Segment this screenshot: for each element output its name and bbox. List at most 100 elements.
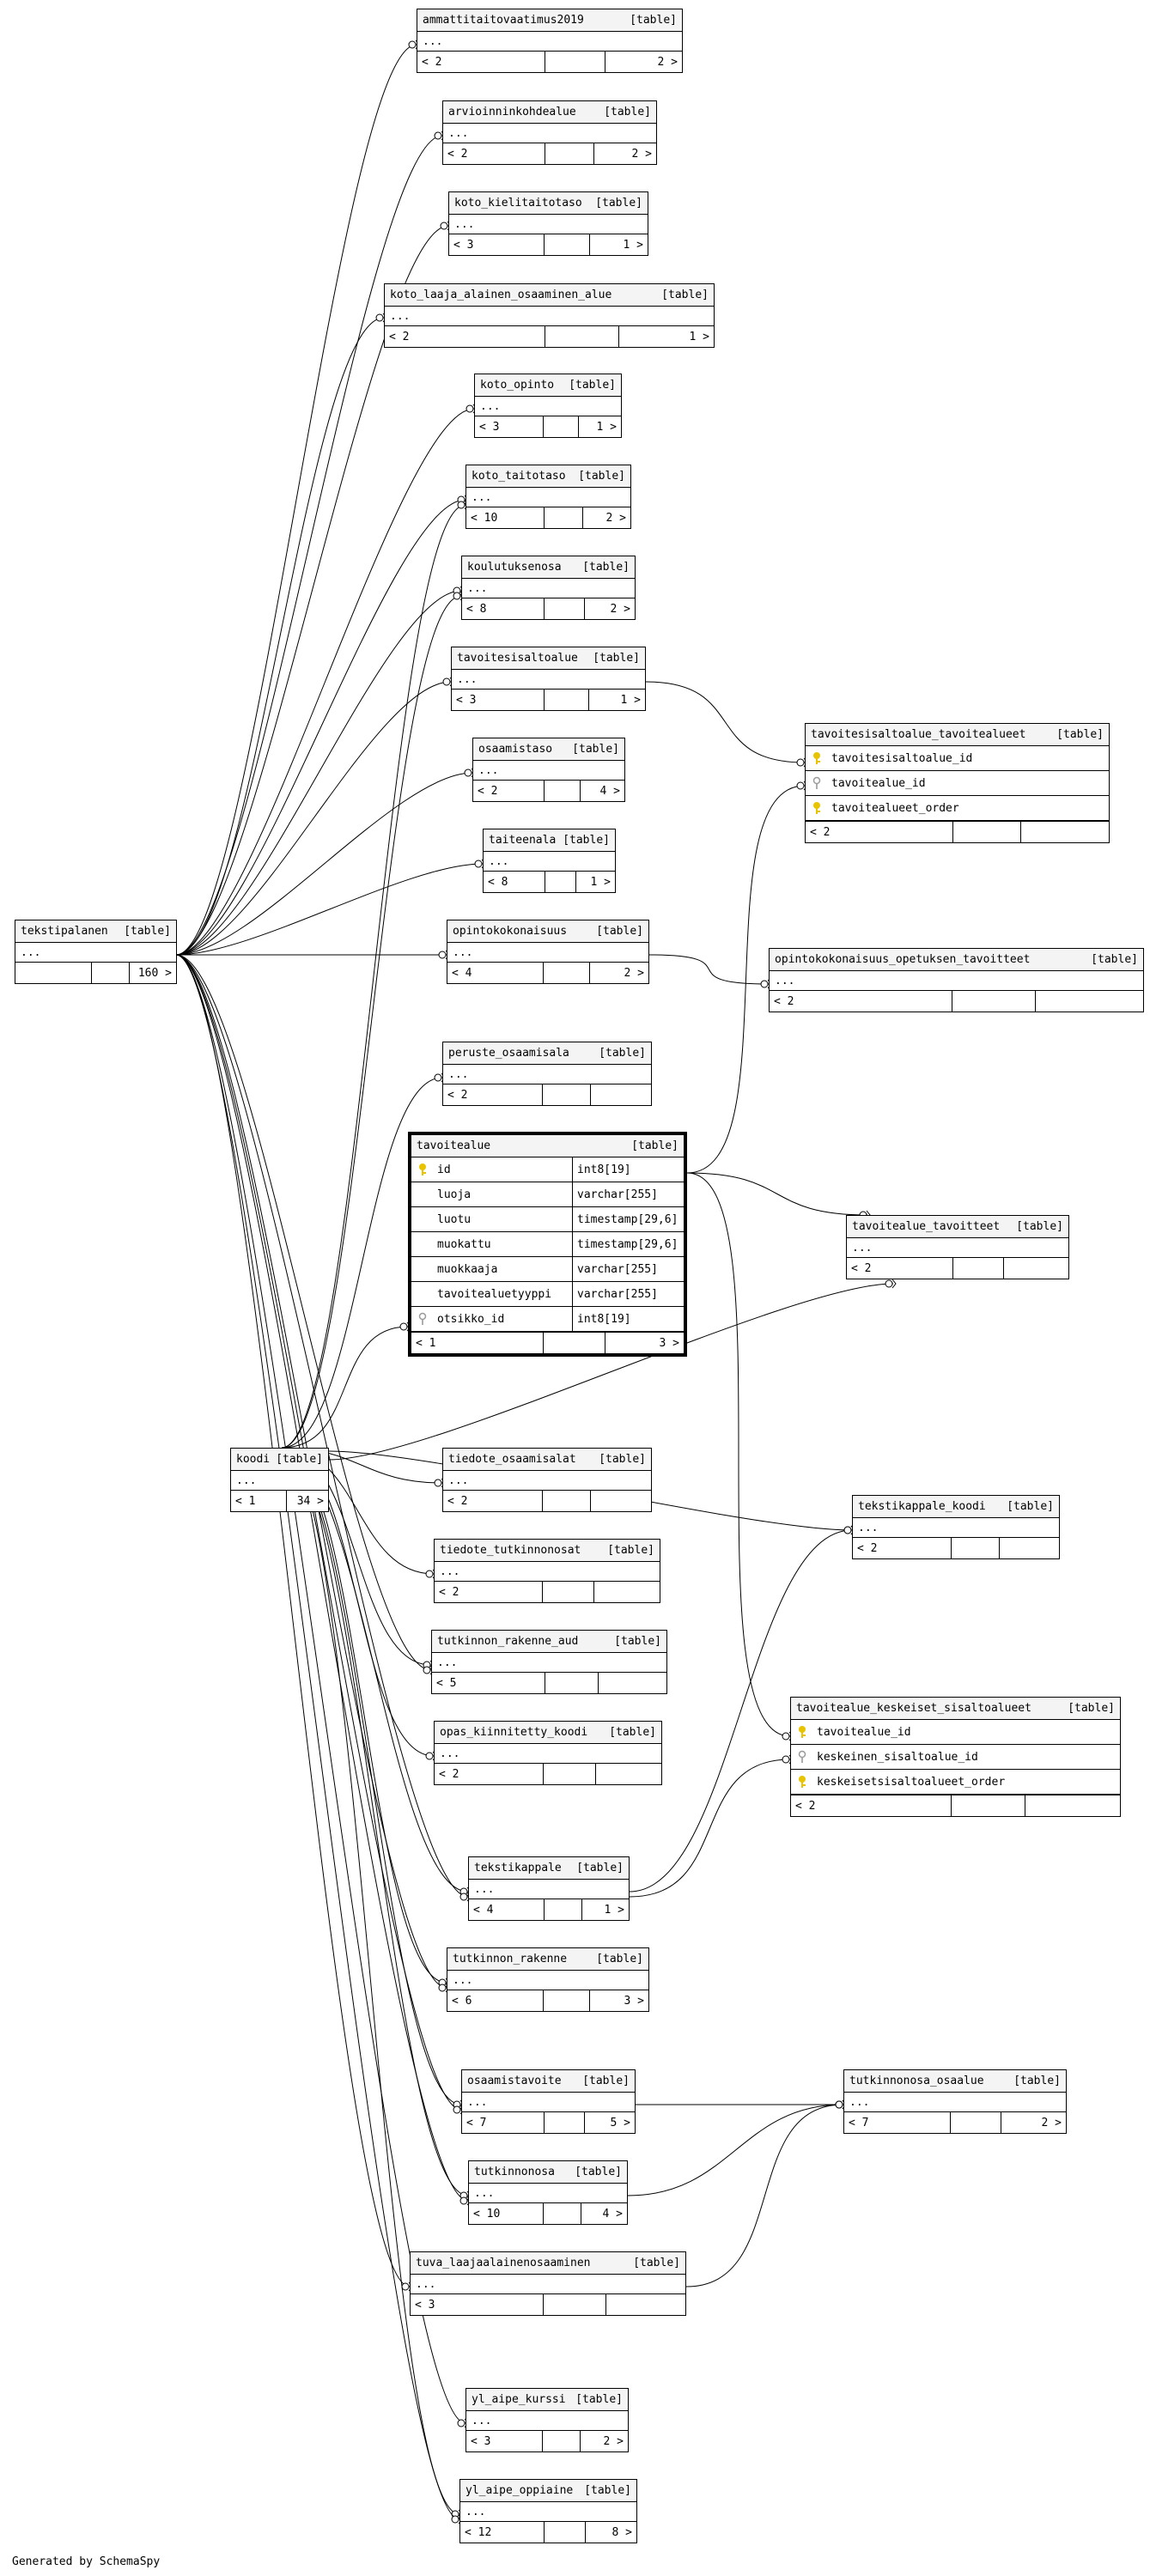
table-tavoitealue_keskeiset_sisaltoalueet[interactable]: tavoitealue_keskeiset_sisaltoalueet[tabl… [790,1697,1121,1817]
parents-count[interactable]: 2 > [605,511,626,525]
children-count[interactable]: < 5 [432,1673,545,1693]
children-count[interactable]: < 1 [231,1491,287,1511]
children-count[interactable]: < 3 [452,690,545,710]
children-count[interactable]: < 2 [443,1084,543,1105]
children-count[interactable]: < 2 [770,991,952,1012]
table-tavoitealue_tavoitteet[interactable]: tavoitealue_tavoitteet[table] ... < 2 [846,1215,1069,1279]
children-count[interactable] [15,963,92,983]
children-count[interactable]: < 1 [411,1333,544,1353]
children-count[interactable]: < 4 [469,1899,545,1920]
children-count[interactable]: < 10 [469,2203,544,2224]
children-count[interactable]: < 2 [443,143,545,164]
children-count[interactable]: < 2 [417,52,545,72]
parents-count[interactable]: 3 > [659,1336,679,1350]
parents-count[interactable]: 2 > [657,55,678,69]
children-count[interactable]: < 3 [449,234,545,255]
column-row[interactable]: keskeisetsisaltoalueet_order [791,1770,1120,1795]
parents-count[interactable]: 2 > [1041,2116,1062,2129]
parents-count[interactable] [591,1084,651,1105]
column-row[interactable]: tavoitealue_id [791,1720,1120,1745]
children-count[interactable]: < 7 [462,2112,545,2133]
parents-count[interactable]: 160 > [137,966,172,980]
parents-count[interactable]: 4 > [602,2207,623,2221]
table-tavoitesisaltoalue_tavoitealueet[interactable]: tavoitesisaltoalue_tavoitealueet[table] … [805,723,1110,843]
children-count[interactable]: < 3 [411,2294,544,2315]
children-count[interactable]: < 2 [853,1538,952,1558]
column-row[interactable]: tavoitesisaltoalue_id [806,746,1109,771]
children-count[interactable]: < 7 [844,2112,951,2133]
table-tuva_laajaalainenosaaminen[interactable]: tuva_laajaalainenosaaminen[table] ... < … [410,2251,686,2316]
children-count[interactable]: < 12 [460,2522,545,2543]
children-count[interactable]: < 3 [466,2431,543,2451]
table-opas_kiinnitetty_koodi[interactable]: opas_kiinnitetty_koodi[table] ... < 2 [434,1721,662,1785]
children-count[interactable]: < 2 [385,326,545,347]
parents-count[interactable] [594,1582,660,1602]
children-count[interactable]: < 2 [435,1764,544,1784]
parents-count[interactable]: 34 > [296,1494,324,1508]
children-count[interactable]: < 2 [443,1491,543,1511]
parents-count[interactable]: 1 > [623,238,643,252]
parents-count[interactable]: 2 > [631,147,652,161]
children-count[interactable]: < 2 [806,822,953,842]
parents-count[interactable]: 3 > [624,1994,644,2008]
children-count[interactable]: < 6 [447,1990,544,2011]
parents-count[interactable]: 2 > [610,602,630,616]
table-opintokokonaisuus_opetuksen_tavoitteet[interactable]: opintokokonaisuus_opetuksen_tavoitteet[t… [769,948,1144,1012]
parents-count[interactable]: 1 > [590,875,611,889]
parents-count[interactable] [1025,1795,1120,1816]
column-row[interactable]: tavoitealue_id [806,771,1109,796]
children-count[interactable]: < 2 [847,1258,953,1279]
parents-count[interactable] [606,2294,685,2315]
table-tutkinnon_rakenne_aud[interactable]: tutkinnon_rakenne_aud[table] ... < 5 [431,1630,667,1694]
column-row[interactable]: tavoitealueet_order [806,796,1109,821]
parents-count[interactable] [1004,1258,1068,1279]
parents-count[interactable]: 8 > [612,2525,632,2539]
parents-count[interactable]: 1 > [620,693,641,707]
parents-count[interactable]: 2 > [624,966,644,980]
children-count[interactable]: < 8 [462,598,545,619]
parents-count[interactable] [599,1673,666,1693]
table-tiedote_tutkinnonosat[interactable]: tiedote_tutkinnonosat[table] ... < 2 [434,1539,660,1603]
parents-count[interactable] [596,1764,661,1784]
children-count[interactable]: < 2 [473,781,545,801]
children-count[interactable]: < 8 [484,872,545,892]
table-tekstikappale_koodi[interactable]: tekstikappale_koodi[table] ... < 2 [852,1495,1060,1559]
table-peruste_osaamisala[interactable]: peruste_osaamisala[table] ... < 2 [442,1042,652,1106]
parents-count[interactable]: 2 > [603,2434,624,2448]
children-count[interactable]: < 4 [447,963,544,983]
parents-count[interactable] [1036,991,1143,1012]
children-count[interactable]: < 10 [466,507,545,528]
parents-count[interactable] [1021,822,1109,842]
parents-count[interactable] [591,1491,651,1511]
parents-count[interactable]: 5 > [610,2116,630,2129]
parents-count[interactable]: 4 > [599,784,620,798]
column-row[interactable]: keskeinen_sisaltoalue_id [791,1745,1120,1770]
children-count[interactable]: < 2 [435,1582,543,1602]
children-count[interactable]: < 3 [475,416,544,437]
children-count[interactable]: < 2 [791,1795,952,1816]
parents-count[interactable]: 1 > [596,420,617,434]
